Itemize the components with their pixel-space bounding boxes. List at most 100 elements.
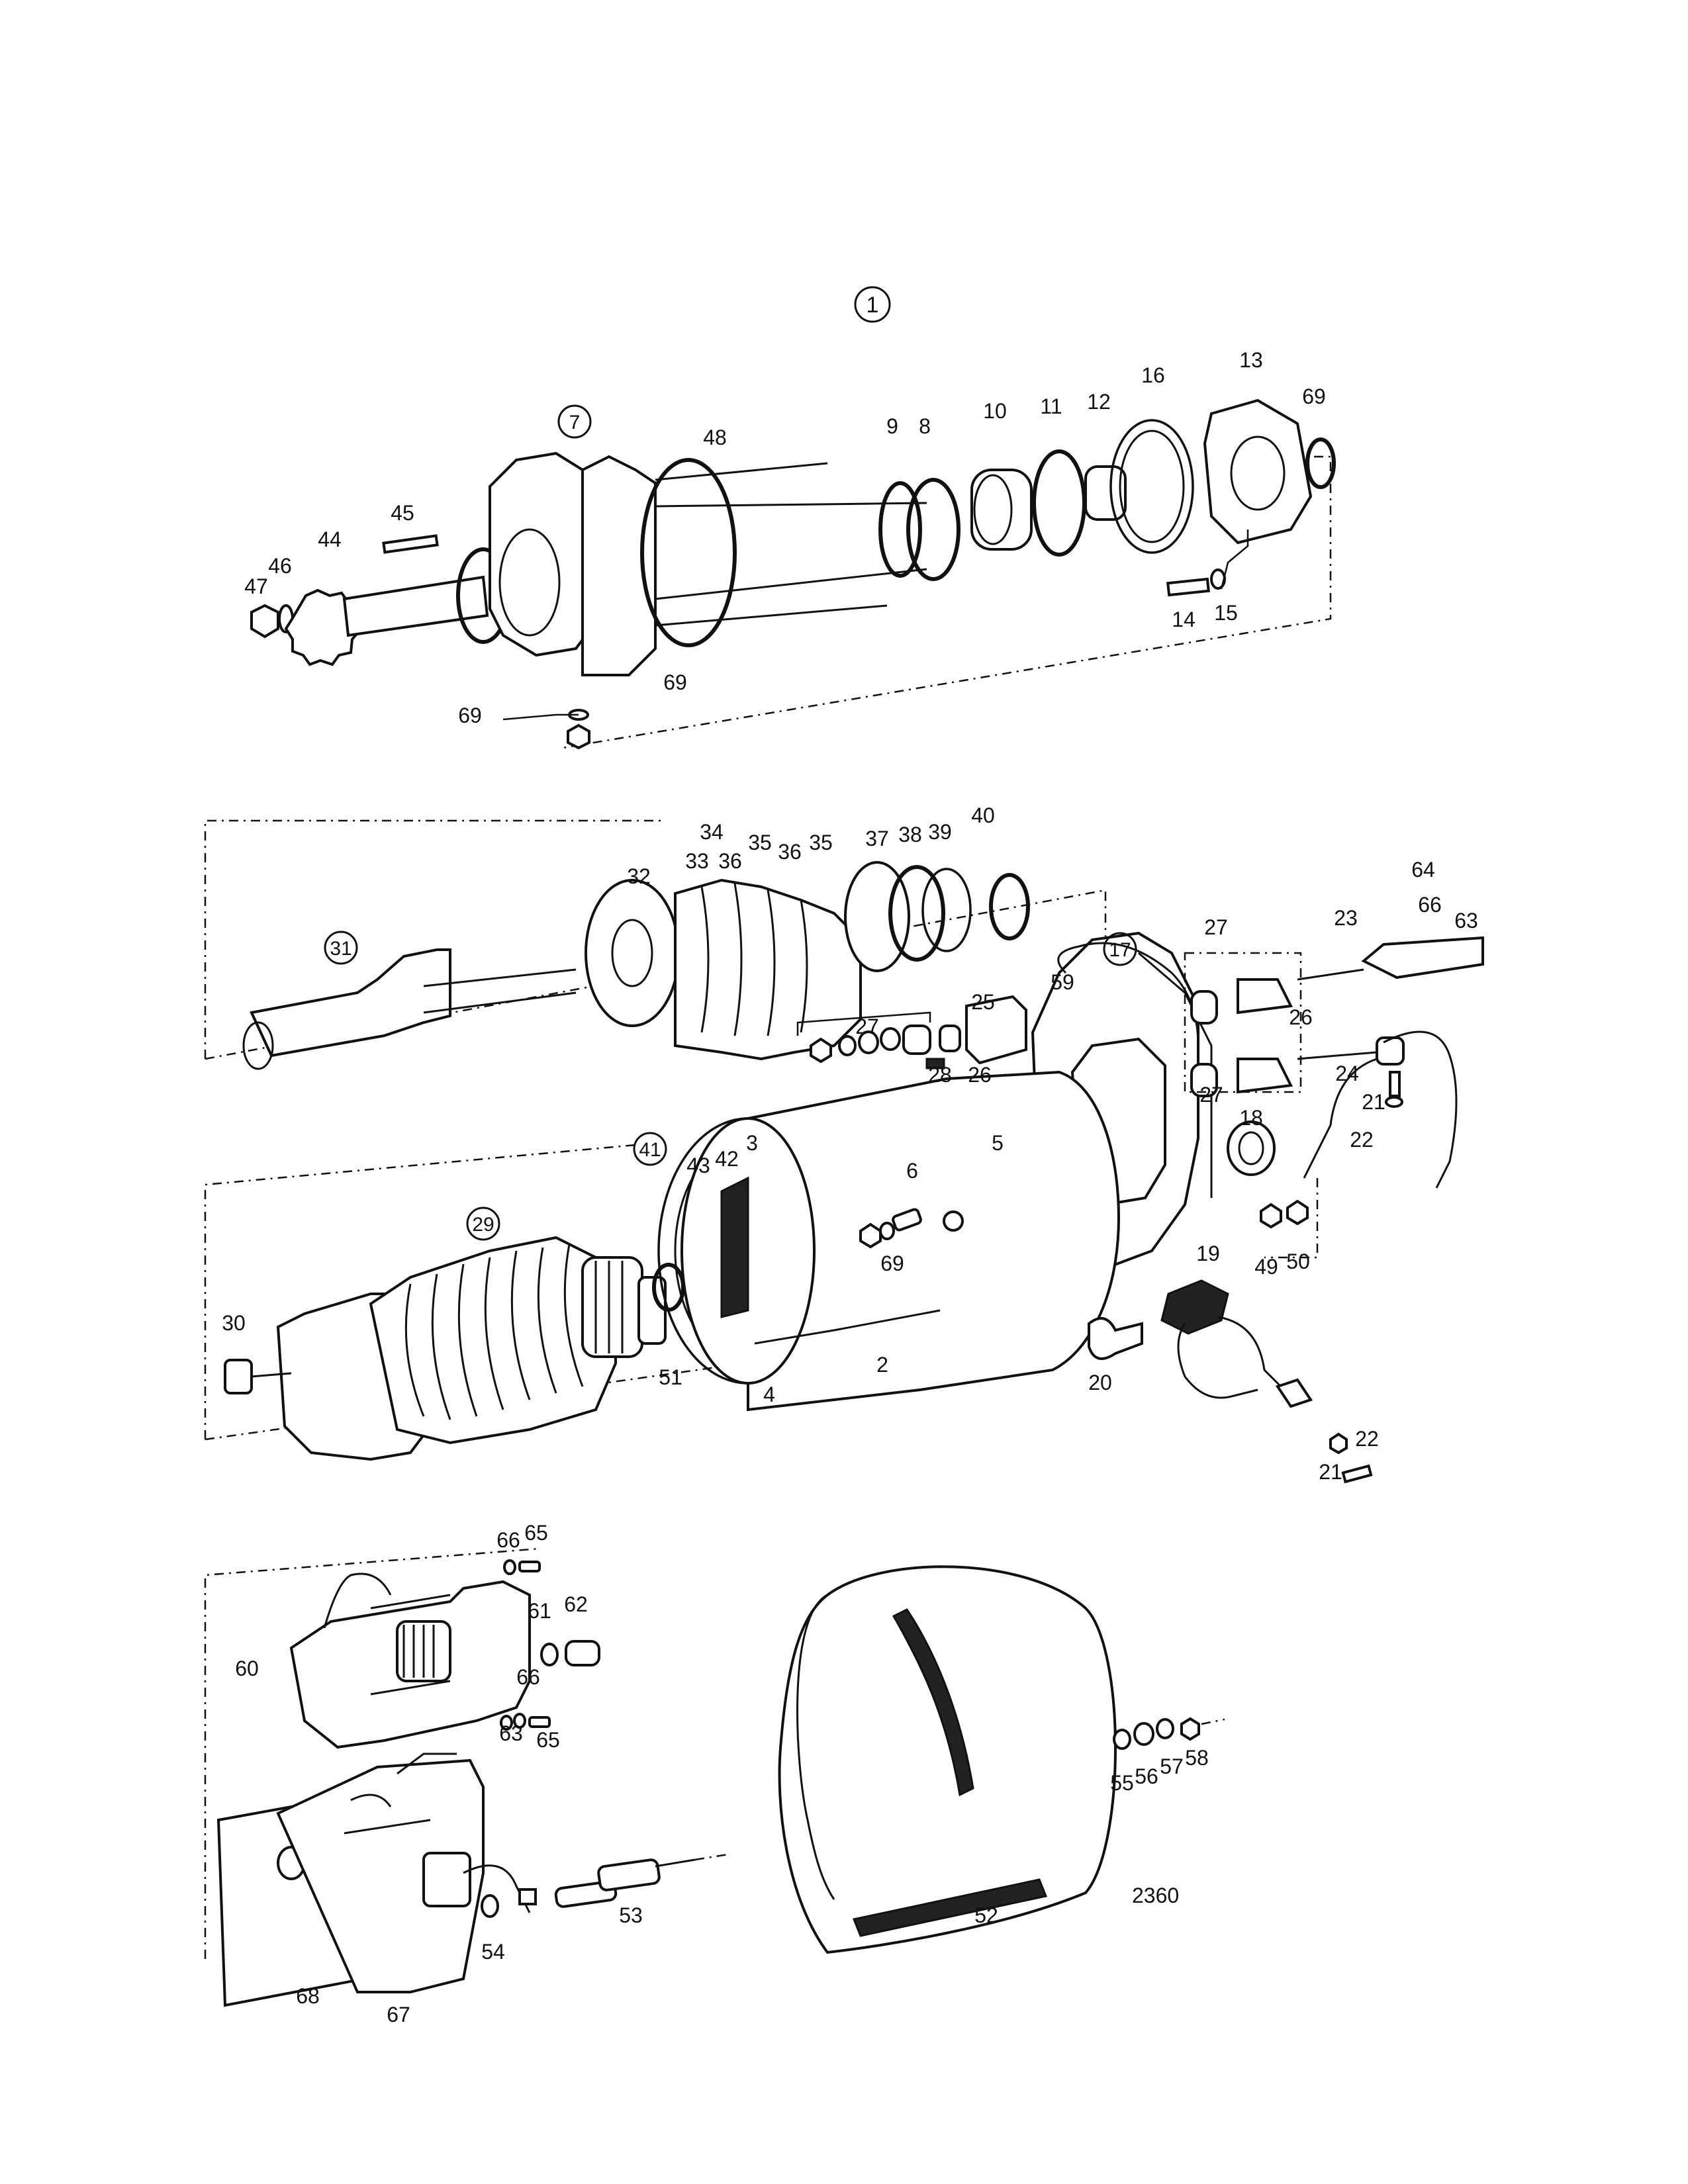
callout-circle-17 [1103,932,1137,966]
callout-67: 67 [387,2003,410,2026]
end-plate-13-shape [1203,398,1313,545]
bushing-12-shape [1084,465,1127,521]
screw-6-shape [892,1208,922,1232]
callout-14: 14 [1172,608,1196,631]
callout-54: 54 [481,1940,505,1964]
callout-56: 56 [1135,1764,1158,1788]
callout-6: 6 [906,1159,918,1183]
callout-45: 45 [391,501,414,525]
group-solenoid [204,1547,729,2007]
callout-circle-7 [557,404,592,439]
callout-58: 58 [1185,1746,1209,1770]
callout-24: 24 [1335,1062,1359,1085]
bearing-10-shape [970,469,1033,551]
callout-63: 63 [499,1721,523,1745]
callout-42: 42 [715,1147,739,1171]
callout-27: 27 [1204,915,1228,939]
callout-35: 35 [809,831,833,854]
callout-circle-31 [324,931,358,965]
callout-20: 20 [1088,1371,1112,1394]
ring-11-shape [1032,449,1086,557]
cover-52-shape [778,1565,1117,1954]
ring-38-shape [888,865,945,962]
insulator-27-shape [1190,990,1218,1024]
nut-69-shape [567,723,590,750]
group-brush-parts [1088,1279,1373,1484]
callout-46: 46 [268,554,292,578]
plate-25-shape [965,995,1027,1065]
brush-19-shape [1160,1279,1229,1335]
callout-27: 27 [1199,1083,1223,1107]
callout-12: 12 [1087,390,1111,414]
callout-43: 43 [686,1154,710,1177]
callout-circle-29 [466,1206,500,1241]
callout-41: 41 [639,1139,661,1161]
callout-48: 48 [703,426,727,449]
callout-10: 10 [983,399,1007,423]
group-armature-shaft [204,819,1107,1070]
callout-69: 69 [663,670,687,694]
bolt-62-shape [565,1640,600,1666]
callout-62: 62 [564,1592,588,1616]
callout-7: 7 [569,412,581,433]
terminal-23-shape [1361,936,1484,979]
callout-35: 35 [748,831,772,854]
pinion-30-shape [224,1359,253,1394]
callout-17: 17 [1109,939,1131,961]
nut-47-shape [250,604,279,639]
spring-20-shape [1088,1317,1143,1360]
group-cover [778,1565,1225,1954]
callout-33: 33 [685,849,709,873]
spring-pack-33-36-shape [674,878,862,1061]
figure-number: 1 [867,293,879,318]
callout-53: 53 [619,1903,643,1927]
callout-66: 66 [516,1665,540,1689]
callout-55: 55 [1110,1771,1134,1795]
callout-21: 21 [1362,1090,1385,1114]
callout-39: 39 [928,820,952,844]
callout-69: 69 [1302,385,1326,408]
drive-housing-7-shape [489,451,597,657]
screw-shaft-31-shape [250,948,451,1058]
callout-57: 57 [1160,1754,1184,1778]
housing-flange-shape [581,455,657,676]
key-45-shape [382,534,439,554]
callout-65: 65 [536,1728,560,1752]
callout-26: 26 [968,1063,992,1087]
pinion-44-shape [284,588,362,666]
callout-5: 5 [992,1131,1004,1155]
callout-15: 15 [1214,601,1238,625]
callout-69: 69 [880,1251,904,1275]
callout-66: 66 [496,1528,520,1552]
shaft-shape [342,575,489,637]
callout-38: 38 [898,823,922,846]
callout-27: 27 [855,1015,879,1038]
callout-25: 25 [971,990,995,1014]
callout-28: 28 [928,1063,952,1087]
callout-11: 11 [1040,394,1062,418]
callout-circle-41 [633,1132,667,1166]
bushing-18-shape [1227,1120,1276,1176]
callout-13: 13 [1239,348,1263,372]
callout-16: 16 [1141,363,1165,387]
callout-22: 22 [1355,1427,1379,1451]
group-drive-end-housing [250,398,1336,750]
callout-65: 65 [524,1521,548,1545]
figure-number-marker: 1 [854,286,891,323]
group-yoke-armature [204,1070,1121,1461]
callout-23: 23 [1334,906,1358,930]
callout-59: 59 [1051,970,1074,994]
callout-69: 69 [458,704,482,727]
callout-19: 19 [1196,1242,1220,1265]
ring-9-shape [878,481,922,578]
callout-3: 3 [746,1131,758,1155]
callout-49: 49 [1254,1255,1278,1279]
callout-68: 68 [296,1984,320,2008]
washer-39-shape [921,868,972,952]
o-ring-69-shape [640,458,737,647]
callout-44: 44 [318,527,342,551]
callout-40: 40 [971,803,995,827]
yoke-2-shape [747,1070,1121,1412]
